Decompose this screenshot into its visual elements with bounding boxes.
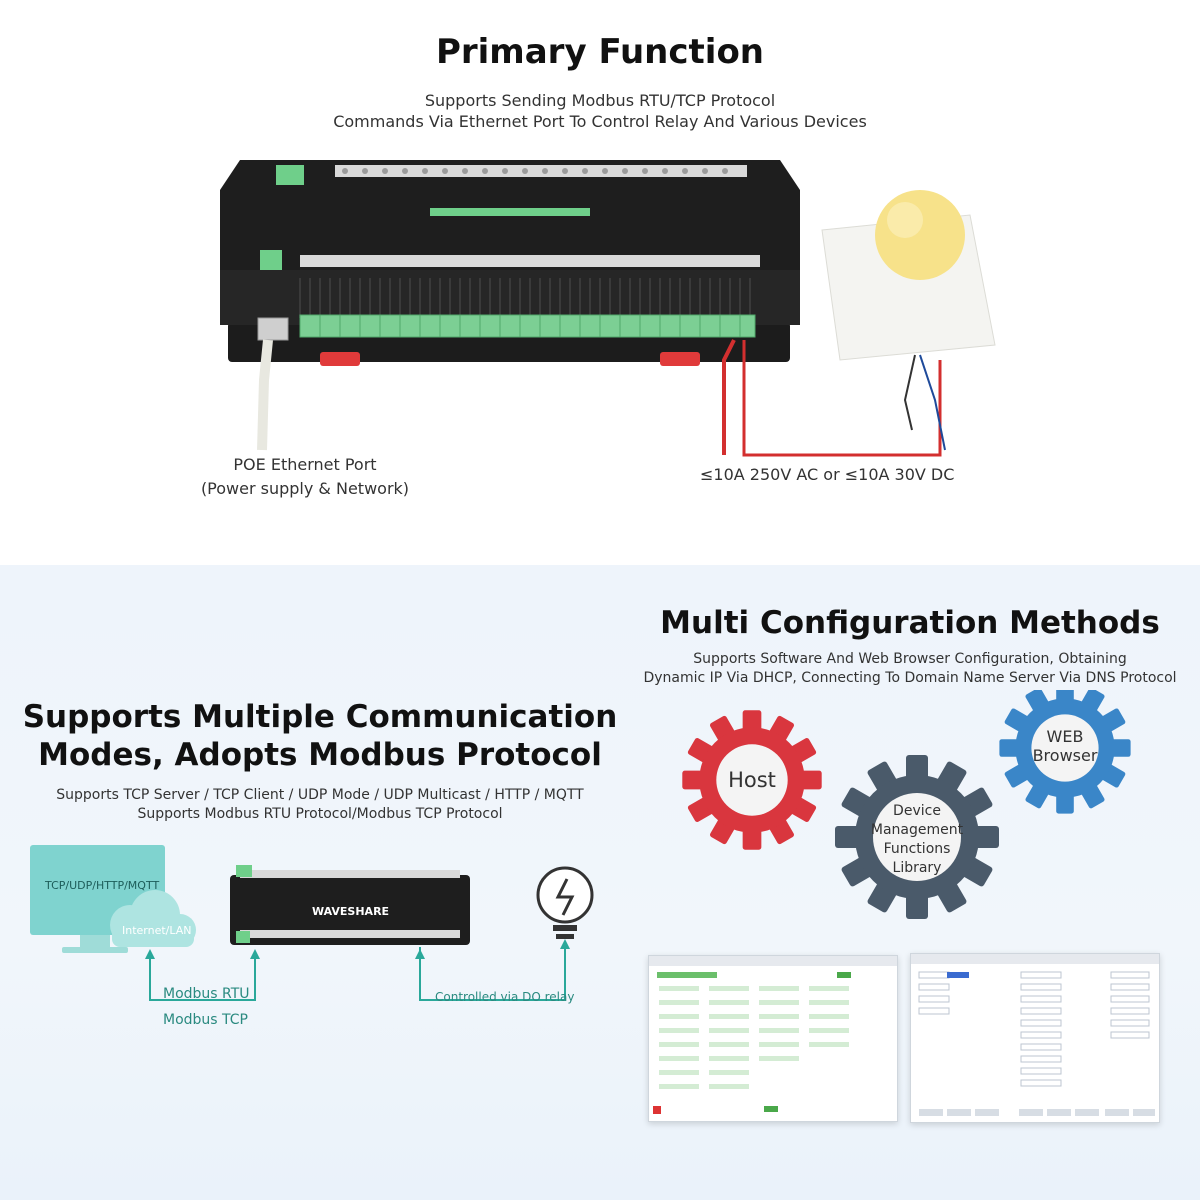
- gear-device-line4: Library: [893, 860, 942, 876]
- config-subtitle: Supports Software And Web Browser Config…: [640, 650, 1180, 688]
- cooling-fins: [299, 278, 751, 318]
- gear-web-line2: Browser: [1033, 746, 1098, 765]
- terminal-dividers: [319, 315, 741, 337]
- web-config-screenshot: [910, 953, 1160, 1123]
- status-terminal: [260, 250, 282, 270]
- red-wire-left: [722, 339, 736, 455]
- primary-function-section: Primary Function Supports Sending Modbus…: [0, 0, 1200, 560]
- lamp-wire-black: [903, 354, 916, 431]
- comm-title-line2: Modes, Adopts Modbus Protocol: [38, 737, 602, 773]
- cloud-icon: [110, 890, 196, 947]
- comm-subtitle: Supports TCP Server / TCP Client / UDP M…: [20, 786, 620, 824]
- gear-host-label: Host: [728, 768, 776, 792]
- lamp-wire-blue: [919, 354, 946, 451]
- software-screenshot-content: [649, 956, 897, 1114]
- monitor-label: TCP/UDP/HTTP/MQTT: [45, 879, 160, 892]
- poe-port-label: POE Ethernet Port (Power supply & Networ…: [200, 453, 410, 501]
- label-plate: [430, 208, 590, 216]
- connector-lines: [149, 945, 566, 1001]
- device-gear-icon: [835, 755, 999, 919]
- rail-clip-right: [660, 352, 700, 366]
- software-screenshot: [648, 955, 898, 1122]
- bottom-section: Supports Multiple Communication Modes, A…: [0, 565, 1200, 1200]
- modbus-rtu-label: Modbus RTU: [163, 986, 250, 1002]
- rating-label: ≤10A 250V AC or ≤10A 30V DC: [700, 465, 955, 484]
- gear-device-line2: Management: [871, 822, 964, 838]
- power-terminal: [276, 165, 304, 185]
- web-config-screenshot-content: [911, 954, 1159, 1116]
- host-gear-icon: [682, 710, 822, 850]
- config-subtitle-line2: Dynamic IP Via DHCP, Connecting To Domai…: [643, 670, 1177, 686]
- primary-subtitle-2: Commands Via Ethernet Port To Control Re…: [333, 112, 867, 131]
- comm-title: Supports Multiple Communication Modes, A…: [20, 698, 620, 774]
- communication-diagram: [30, 845, 594, 1001]
- red-wire-right: [742, 340, 942, 457]
- ethernet-jack: [257, 317, 289, 341]
- relay-control-label: Controlled via DO relay: [435, 990, 575, 1004]
- cloud-label: Internet/LAN: [122, 924, 192, 937]
- relay-body-top: [220, 160, 800, 275]
- gear-web-line1: WEB: [1047, 727, 1084, 746]
- lamp-bulb-highlight: [887, 202, 923, 238]
- lower-terminal-strip: [300, 255, 760, 267]
- relay-mini-body: [230, 875, 470, 945]
- gear-device-line1: Device: [893, 803, 941, 819]
- primary-subtitle-1: Supports Sending Modbus RTU/TCP Protocol: [424, 91, 776, 110]
- gears-diagram: Host WEB Browser Device Management Funct…: [682, 690, 1131, 919]
- comm-subtitle-line2: Supports Modbus RTU Protocol/Modbus TCP …: [137, 806, 503, 822]
- web-gear-icon: [999, 690, 1131, 814]
- lamp-bulb: [875, 190, 965, 280]
- poe-label-line2: (Power supply & Network): [200, 479, 410, 498]
- ethernet-cable: [257, 339, 273, 451]
- poe-label-line1: POE Ethernet Port: [233, 455, 377, 474]
- top-terminal-screws: [342, 168, 728, 174]
- relay-device-illustration: [220, 160, 996, 457]
- config-title: Multi Configuration Methods: [660, 605, 1160, 641]
- config-subtitle-line1: Supports Software And Web Browser Config…: [693, 651, 1127, 667]
- gear-device-line3: Functions: [884, 841, 951, 857]
- comm-title-line1: Supports Multiple Communication: [22, 699, 618, 735]
- bulb-icon: [536, 866, 594, 939]
- primary-title: Primary Function: [435, 32, 765, 72]
- front-terminal-blocks: [299, 314, 756, 338]
- top-terminal-strip: [335, 165, 747, 177]
- modbus-tcp-label: Modbus TCP: [163, 1012, 248, 1028]
- comm-subtitle-line1: Supports TCP Server / TCP Client / UDP M…: [56, 787, 584, 803]
- brand-label: WAVESHARE: [312, 905, 390, 918]
- rail-clip-left: [320, 352, 360, 366]
